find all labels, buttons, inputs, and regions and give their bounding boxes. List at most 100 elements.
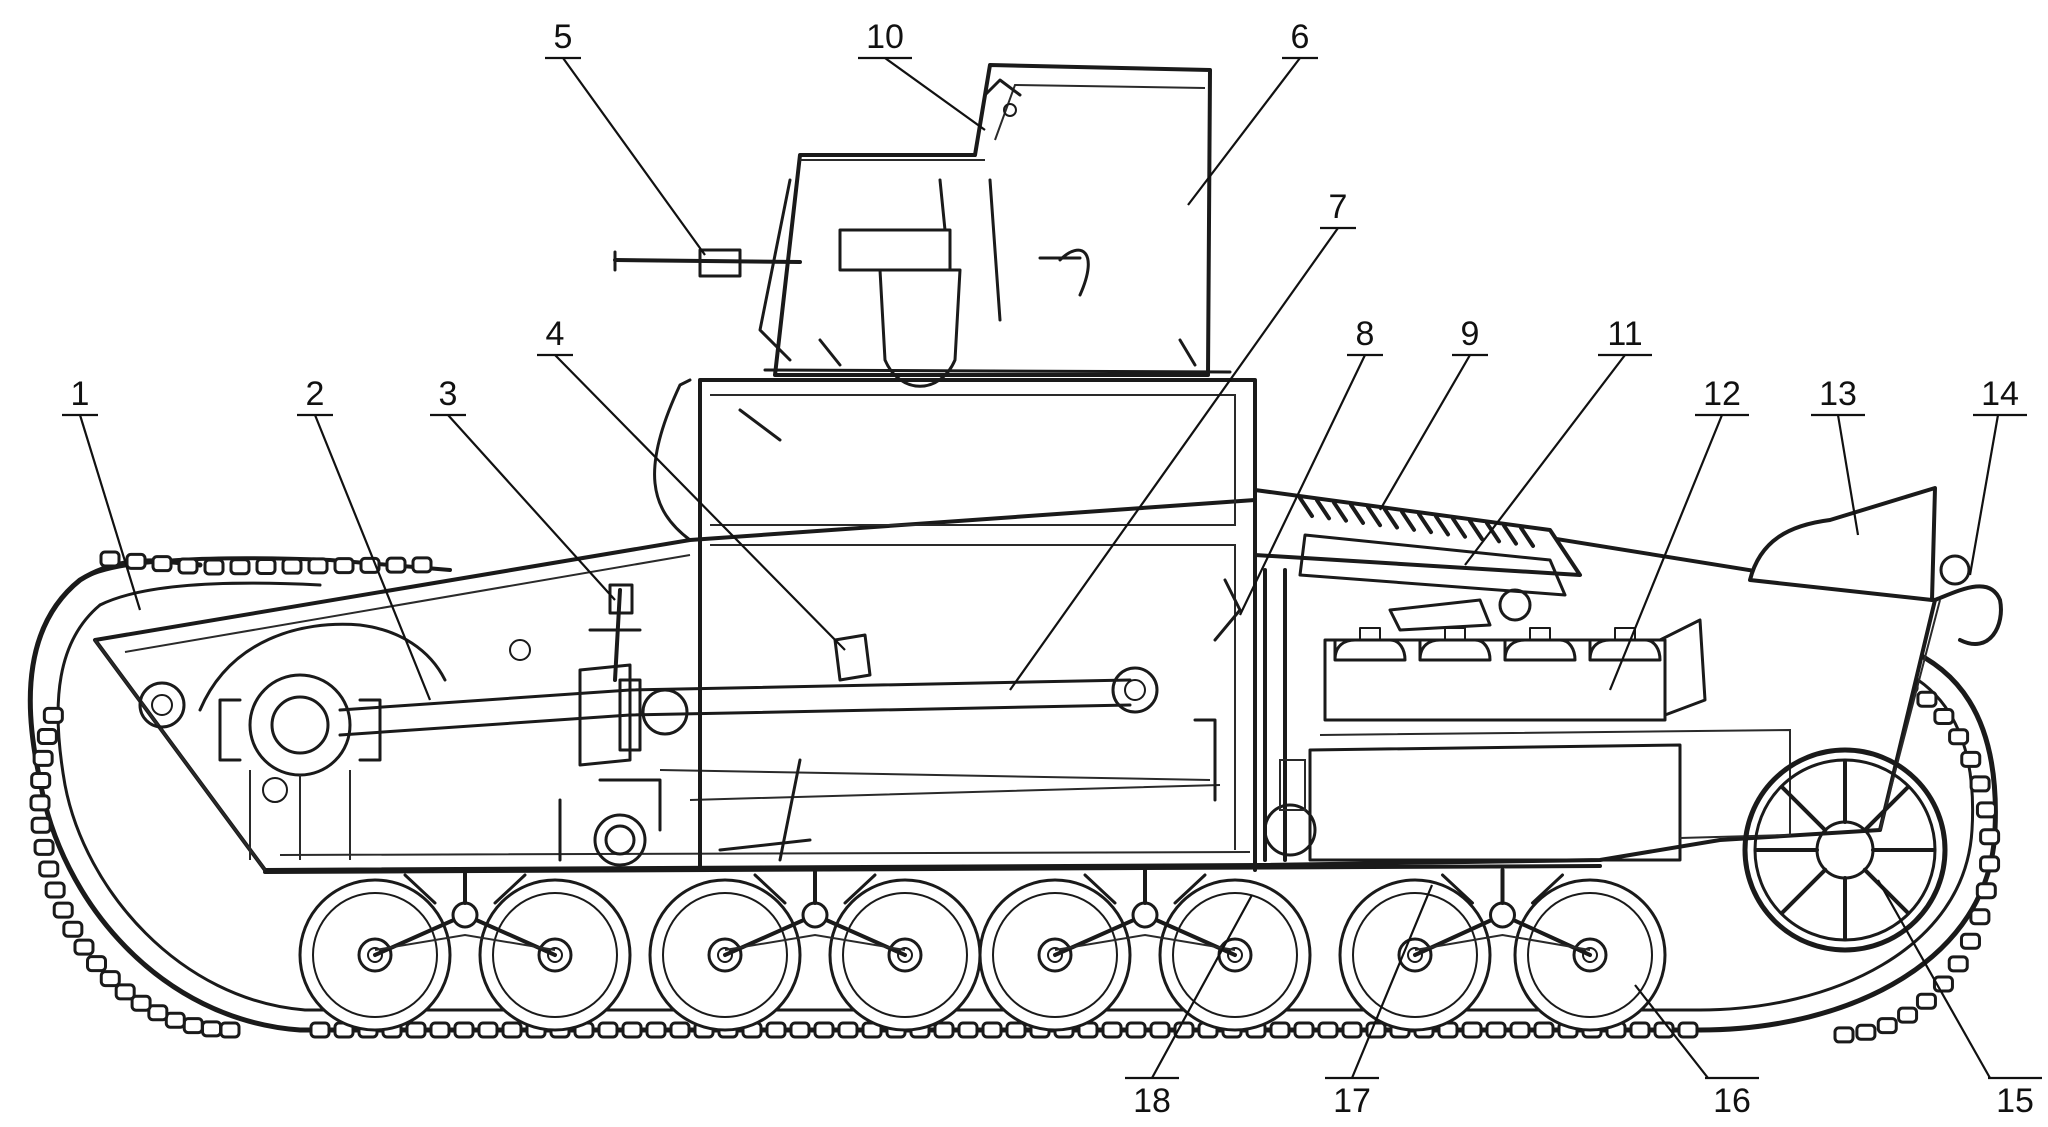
callout-15: 15 — [1996, 1082, 2034, 1120]
turret — [613, 63, 1232, 388]
track-link — [957, 1021, 979, 1039]
callout-4: 4 — [546, 315, 565, 353]
suspension — [373, 868, 1592, 957]
track-link — [1979, 855, 2001, 873]
track-link — [62, 920, 84, 938]
muffler — [1879, 554, 2003, 831]
louvre-slat — [1383, 507, 1399, 530]
track-link — [1975, 801, 1997, 819]
drive-shaft — [338, 663, 1221, 867]
track-link — [99, 970, 121, 988]
track-link — [130, 994, 152, 1012]
track-link — [933, 1021, 955, 1039]
track-link — [52, 901, 74, 919]
track-link — [645, 1021, 667, 1039]
track-link — [33, 838, 55, 856]
sprocket-spokes — [1755, 760, 1935, 940]
track-link — [1969, 908, 1991, 926]
louvre-slat — [1434, 514, 1450, 537]
track-link — [1125, 1021, 1147, 1039]
track-link — [307, 557, 329, 575]
track-link — [453, 1021, 475, 1039]
track-link — [597, 1021, 619, 1039]
track-link — [411, 556, 433, 574]
track-link — [1959, 932, 1981, 950]
track-link — [405, 1021, 427, 1039]
track-link — [36, 728, 58, 746]
track-link — [42, 706, 64, 724]
road-wheels — [298, 878, 1667, 1032]
louvre-slat — [1451, 516, 1467, 539]
louvre-slat — [1468, 519, 1484, 541]
track-link — [1933, 708, 1955, 726]
sprocket-spoke — [1862, 785, 1910, 833]
callouts: 1 2 3 4 5 10 6 7 8 9 11 12 13 — [62, 18, 2042, 1120]
cylinder-head — [1529, 627, 1551, 641]
engine-deck — [1253, 488, 1582, 597]
track-link — [1855, 1023, 1877, 1041]
track-link — [1149, 1021, 1171, 1039]
rear-wheel-assembly — [138, 622, 531, 860]
engine — [1308, 588, 1791, 862]
track-link — [789, 1021, 811, 1039]
callout-5: 5 — [554, 18, 573, 56]
louvre-slat — [1315, 498, 1331, 521]
callout-16: 16 — [1713, 1082, 1751, 1120]
engine-cylinders — [1333, 627, 1662, 662]
track-link — [255, 557, 277, 575]
track-link — [1485, 1021, 1507, 1039]
louvre-slat — [1519, 525, 1535, 548]
track-link — [1969, 775, 1991, 793]
callout-17: 17 — [1333, 1082, 1371, 1120]
track-link — [151, 555, 173, 573]
bogie-arm — [723, 868, 907, 957]
track-link — [32, 749, 54, 767]
exhaust-cover — [1748, 486, 1937, 602]
track-link — [1101, 1021, 1123, 1039]
track-link — [164, 1011, 186, 1029]
callout-6: 6 — [1291, 18, 1310, 56]
sprocket-spoke — [1780, 785, 1828, 833]
sprocket-spoke — [1862, 867, 1910, 915]
louvre-slat — [1485, 521, 1501, 544]
track-link — [99, 550, 121, 568]
track-link — [281, 557, 303, 575]
callout-10: 10 — [866, 18, 904, 56]
track-link — [229, 558, 251, 576]
track-link — [1948, 728, 1970, 746]
cylinder-head — [1614, 627, 1636, 641]
track-link — [73, 938, 95, 956]
callout-3: 3 — [439, 375, 458, 413]
track-link — [125, 552, 147, 570]
track-link — [1897, 1006, 1919, 1024]
callout-11: 11 — [1607, 315, 1642, 353]
callout-7: 7 — [1329, 188, 1348, 226]
radiator-louvres — [1298, 496, 1535, 548]
louvre-slat — [1417, 512, 1433, 535]
louvre-slat — [1400, 509, 1416, 532]
track-link — [85, 955, 107, 973]
track-link — [837, 1021, 859, 1039]
bogie-arm — [1053, 868, 1237, 957]
callout-2: 2 — [306, 375, 325, 413]
track-link — [1975, 882, 1997, 900]
track-link — [219, 1021, 241, 1039]
track-link — [477, 1021, 499, 1039]
callout-9: 9 — [1461, 315, 1480, 353]
bogie-arm — [373, 868, 557, 957]
louvre-slat — [1332, 500, 1348, 523]
callout-18: 18 — [1133, 1082, 1171, 1120]
track-link — [813, 1021, 835, 1039]
bulkhead — [1213, 568, 1317, 862]
louvre-slat — [1366, 505, 1382, 528]
track-link — [1677, 1021, 1699, 1039]
track-link — [1317, 1021, 1339, 1039]
track-link — [1005, 1021, 1027, 1039]
track-link — [44, 881, 66, 899]
bogie-arm — [1413, 868, 1592, 957]
track-link — [38, 860, 60, 878]
track-link — [182, 1017, 204, 1035]
track-link — [1915, 992, 1937, 1010]
sprocket-spoke — [1780, 867, 1828, 915]
gear-lever — [588, 583, 642, 682]
